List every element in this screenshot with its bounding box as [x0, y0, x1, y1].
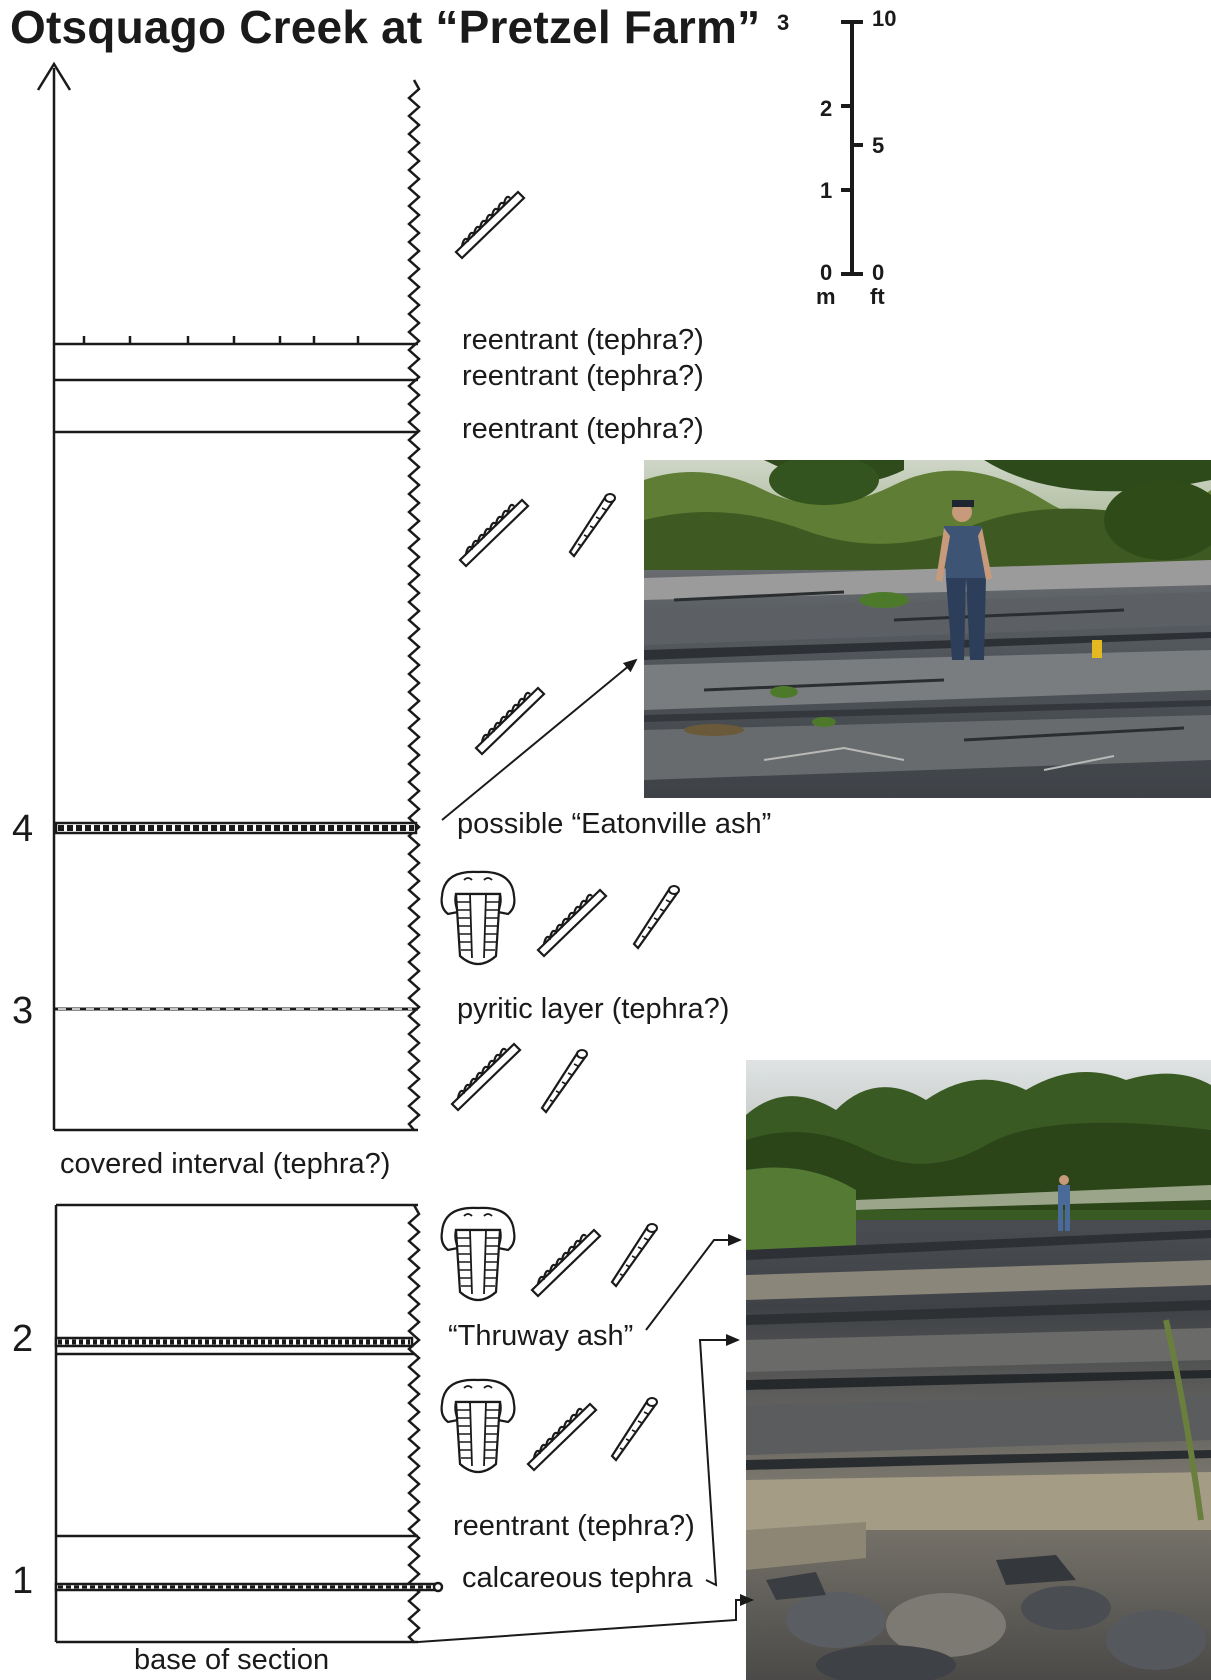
meter-mark-3: 3 — [12, 990, 34, 1032]
graptolite-icon — [458, 498, 530, 568]
scale-unit-m: m — [816, 284, 836, 309]
orthocone-nautiloid-icon — [568, 492, 617, 558]
vertical-axis-arrow — [36, 61, 72, 1130]
weathering-profile-upper — [407, 79, 421, 1131]
meter-mark-4: 4 — [12, 808, 34, 850]
label-reentrant-bottom: reentrant (tephra?) — [453, 1510, 695, 1542]
scale-unit-ft: ft — [870, 284, 885, 309]
meter-mark-1: 1 — [12, 1560, 34, 1602]
scale-ft-0: 0 — [872, 260, 885, 285]
page-title: Otsquago Creek at “Pretzel Farm” — [10, 1, 761, 53]
label-reentrant-lower: reentrant (tephra?) — [462, 413, 704, 445]
horizon-calcareous-tephra — [54, 1581, 444, 1593]
arrow-base-to-photo — [417, 1594, 754, 1643]
column-upper — [54, 79, 421, 1132]
horizon-thruway-ash — [54, 1336, 414, 1356]
label-thruway-ash: “Thruway ash” — [448, 1320, 634, 1352]
trilobite-icon — [440, 1378, 516, 1474]
label-calcareous-tephra: calcareous tephra — [462, 1562, 693, 1594]
label-base-of-section: base of section — [134, 1644, 330, 1676]
label-covered-interval: covered interval (tephra?) — [60, 1148, 391, 1180]
person-figure — [936, 500, 992, 660]
graptolite-icon — [530, 1228, 602, 1298]
graptolite-icon — [450, 1042, 522, 1112]
outcrop-photo-lower — [746, 1060, 1211, 1680]
scale-m-3: 3 — [777, 10, 790, 35]
arrow-calcareous-to-photo — [698, 1334, 740, 1587]
horizon-reentrant-top — [54, 336, 418, 346]
label-eatonville-ash: possible “Eatonville ash” — [457, 808, 772, 840]
orthocone-nautiloid-icon — [610, 1396, 659, 1462]
trilobite-icon — [440, 1206, 516, 1302]
graptolite-icon — [536, 888, 608, 958]
column-lower — [54, 1203, 421, 1644]
scale-m-2: 2 — [820, 96, 833, 121]
trilobite-icon — [440, 870, 516, 966]
scale-bar — [841, 20, 863, 276]
scale-m-0: 0 — [820, 260, 833, 285]
orthocone-nautiloid-icon — [610, 1222, 659, 1288]
scale-ft-10: 10 — [872, 6, 897, 31]
outcrop-photo-upper — [644, 460, 1211, 798]
horizon-eatonville-ash — [54, 821, 418, 835]
arrow-thruway-to-photo — [645, 1234, 742, 1331]
person-figure-small — [1058, 1175, 1070, 1231]
scale-m-1: 1 — [820, 178, 833, 203]
orthocone-nautiloid-icon — [632, 884, 681, 950]
label-reentrant-mid: reentrant (tephra?) — [462, 360, 704, 392]
label-reentrant-top: reentrant (tephra?) — [462, 324, 704, 356]
orthocone-nautiloid-icon — [540, 1048, 589, 1114]
outcrop-photo-lower-image — [746, 1060, 1211, 1680]
meter-mark-2: 2 — [12, 1318, 34, 1360]
outcrop-photo-upper-image — [644, 460, 1211, 798]
graptolite-icon — [454, 190, 526, 260]
weathering-profile-lower — [407, 1204, 421, 1643]
graptolite-icon — [526, 1402, 598, 1472]
arrow-eatonville-to-photo — [441, 658, 638, 821]
scale-ft-5: 5 — [872, 133, 885, 158]
label-pyritic-layer: pyritic layer (tephra?) — [457, 993, 730, 1025]
